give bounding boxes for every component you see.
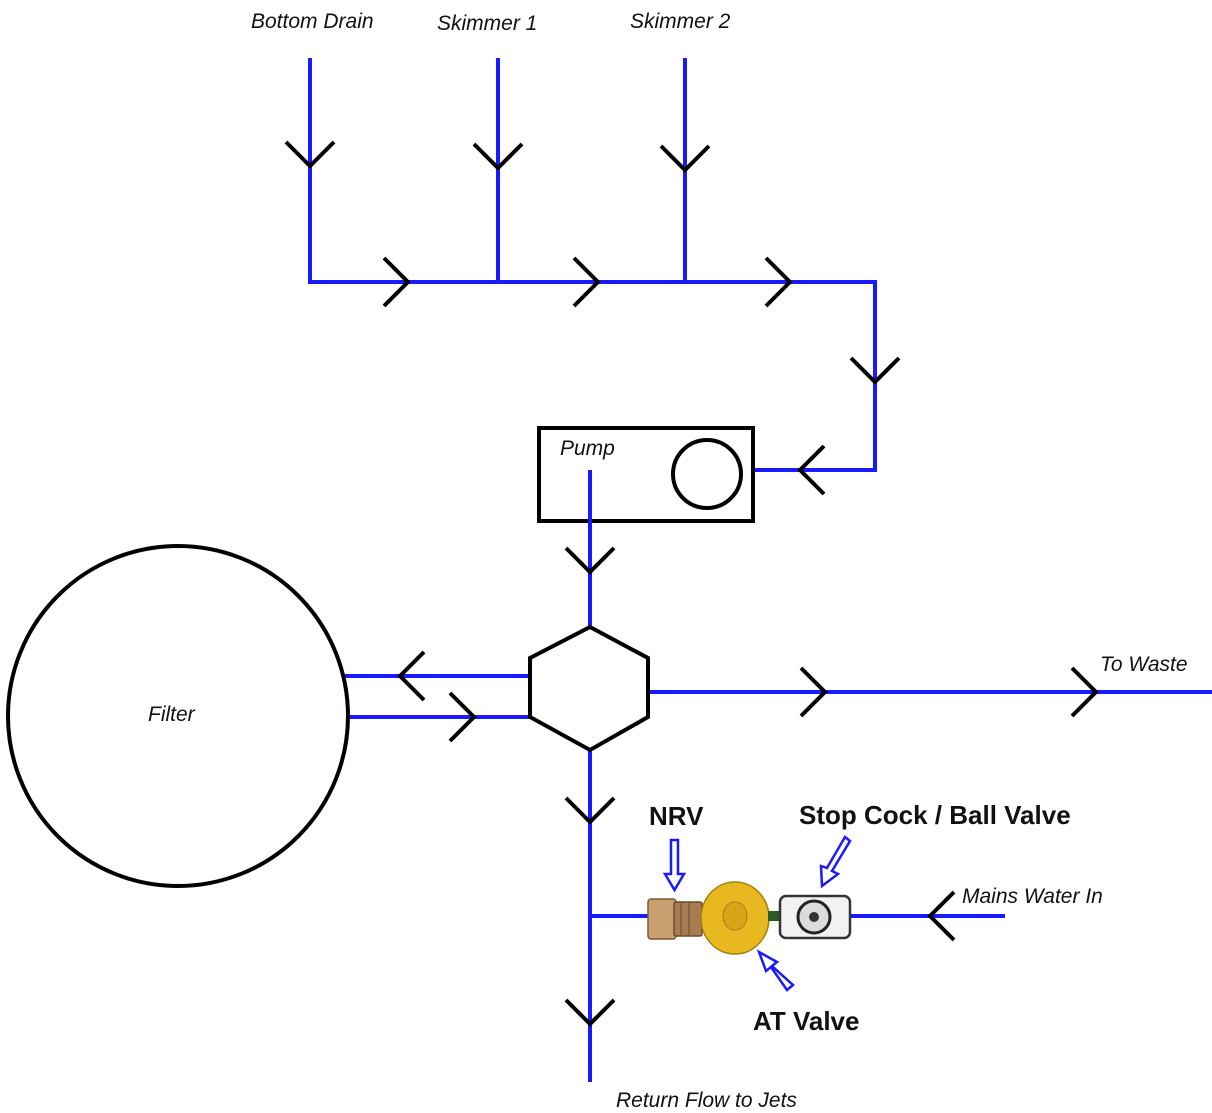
at-valve-label: AT Valve [753,1006,859,1036]
at-valve-cap [722,901,748,931]
filter-label: Filter [148,703,196,726]
labels: Bottom Drain Skimmer 1 Skimmer 2 Pump Fi… [148,10,1188,1112]
pump [537,426,755,523]
stop-cock-label: Stop Cock / Ball Valve [799,800,1071,830]
suction-header-pipe [308,280,877,472]
arrow-right-icon [799,666,828,718]
pump-label: Pump [560,437,615,460]
flow-arrows [284,140,1099,1027]
at-valve [700,881,770,955]
return-flow-label: Return Flow to Jets [616,1089,797,1112]
arrow-right-icon [764,256,793,308]
ball-valve-hub [809,912,819,922]
filter-tank [6,544,350,888]
arrow-right-icon [572,256,601,308]
nrv-body [673,901,703,937]
arrow-down-icon [659,144,711,173]
arrow-down-icon [564,998,616,1027]
nrv-hex-nut [647,898,677,940]
multiport-valve [528,624,650,753]
arrow-down-icon [564,546,616,575]
at-valve-pointer-arrow-icon [756,949,795,992]
arrow-right-icon [382,256,411,308]
skimmer-2-label: Skimmer 2 [630,10,731,33]
arrow-down-icon [472,142,524,171]
pump-impeller-icon [671,438,743,510]
arrow-right-icon [448,691,477,743]
arrow-down-icon [284,140,336,169]
arrow-left-icon [397,650,426,702]
arrow-right-icon [1070,666,1099,718]
ball-valve [778,894,852,940]
arrow-down-icon [564,796,616,825]
arrow-left-icon [927,890,956,942]
nrv-valve [647,898,703,940]
nrv-pointer-arrow-icon [662,838,687,893]
arrow-down-icon [849,356,901,385]
at-valve-connector [768,911,782,921]
stop-cock-pointer-arrow-icon [819,835,852,889]
arrow-left-icon [797,444,826,496]
nrv-label: NRV [649,801,704,831]
bottom-drain-label: Bottom Drain [251,10,374,33]
mains-water-in-label: Mains Water In [962,885,1103,908]
pipe-network [308,58,1212,1082]
skimmer-1-label: Skimmer 1 [437,12,537,35]
to-waste-label: To Waste [1100,653,1188,676]
